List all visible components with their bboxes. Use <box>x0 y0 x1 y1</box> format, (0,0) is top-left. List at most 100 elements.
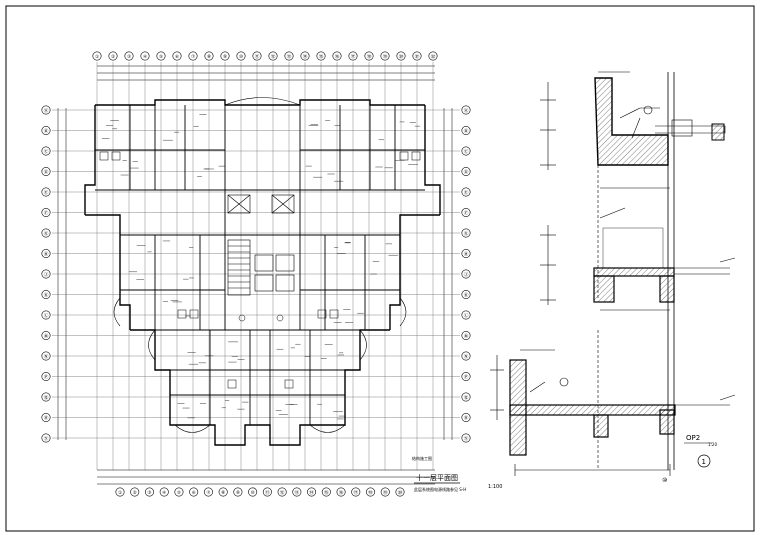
axis-bubble <box>41 433 51 443</box>
axis-label: Ⓔ <box>44 189 49 196</box>
axis-bubble <box>41 330 51 340</box>
axis-bubble <box>348 51 358 61</box>
exterior-walls <box>84 99 441 446</box>
middle-slab <box>593 267 675 277</box>
axis-label: ② <box>133 490 137 496</box>
interior-walls <box>95 105 425 425</box>
axis-label: ⑮ <box>319 53 324 60</box>
axis-bubble <box>41 310 51 320</box>
axis-label: Ⓛ <box>464 312 469 319</box>
axis-bubble <box>292 487 302 497</box>
plan-stamp: 结构施工图 <box>412 455 432 461</box>
axis-label: ③ <box>127 54 131 60</box>
axis-bubble <box>351 487 361 497</box>
axis-label: Ⓑ <box>44 127 49 134</box>
axis-label: Ⓜ <box>44 332 49 339</box>
detail-axis-tag: ⑩ <box>662 477 667 484</box>
axis-label: Ⓟ <box>464 373 469 380</box>
lower-wall-left <box>509 359 527 456</box>
axis-label: ⑳ <box>399 53 404 60</box>
axis-bubble <box>248 487 258 497</box>
axis-label: Ⓜ <box>464 332 469 339</box>
axis-label: ⑨ <box>236 490 240 496</box>
axis-label: ⑮ <box>324 489 329 496</box>
axis-label: Ⓗ <box>44 250 49 257</box>
axis-label: ⑩ <box>239 54 243 60</box>
plan-title: 十一层平面图 <box>416 473 458 482</box>
axis-bubble <box>252 51 262 61</box>
axis-label: ⑰ <box>353 489 358 496</box>
axis-label: ⑰ <box>351 53 356 60</box>
axis-label: Ⓕ <box>464 209 469 216</box>
detail-marker-b <box>559 377 569 387</box>
horizontal-axis-grid <box>52 109 460 439</box>
axis-label: Ⓢ <box>44 435 49 442</box>
axis-label: Ⓖ <box>44 230 49 237</box>
axis-bubble <box>380 487 390 497</box>
axis-bubble <box>277 487 287 497</box>
axis-bubble <box>268 51 278 61</box>
axis-label: ⑦ <box>191 54 195 60</box>
axis-bubble <box>461 105 471 115</box>
axis-bubble <box>156 51 166 61</box>
parapet-section <box>594 77 669 166</box>
axis-bubble <box>41 208 51 218</box>
axis-label: Ⓗ <box>464 250 469 257</box>
axis-bubble <box>300 51 310 61</box>
axis-label: ⑫ <box>271 53 276 60</box>
middle-beam-right <box>659 275 675 303</box>
plan-scale: 1:100 <box>488 484 502 490</box>
axis-label: Ⓙ <box>464 271 469 278</box>
axis-bubble <box>461 310 471 320</box>
window-frame <box>602 227 664 269</box>
axis-bubble <box>316 51 326 61</box>
axis-bubble <box>262 487 272 497</box>
axis-bubble <box>204 51 214 61</box>
axis-bubble <box>461 126 471 136</box>
axis-bubble <box>233 487 243 497</box>
axis-label: ⑱ <box>367 53 372 60</box>
axis-label: ② <box>111 54 115 60</box>
axis-bubble <box>41 351 51 361</box>
axis-bubble <box>189 487 199 497</box>
axis-label: ⑬ <box>287 53 292 60</box>
axis-bubble <box>461 371 471 381</box>
axis-label: ④ <box>143 54 147 60</box>
floor-plan <box>52 62 460 485</box>
roof-insulation <box>671 119 693 137</box>
axis-bubble <box>130 487 140 497</box>
bay-windows <box>113 97 407 433</box>
axis-label: ③ <box>147 490 151 496</box>
vertical-axis-grid <box>96 62 434 470</box>
axis-label: Ⓐ <box>464 107 469 114</box>
axis-label: Ⓟ <box>44 373 49 380</box>
axis-label: Ⓓ <box>464 168 469 175</box>
axis-bubble <box>332 51 342 61</box>
section-detail-op2 <box>490 71 736 476</box>
axis-bubble <box>41 289 51 299</box>
axis-label: Ⓠ <box>464 394 469 401</box>
lower-beam-right <box>659 409 675 435</box>
axis-label: ① <box>95 54 99 60</box>
axis-bubble <box>203 487 213 497</box>
axis-bubble <box>461 228 471 238</box>
axis-bubble <box>172 51 182 61</box>
axis-label: ⑤ <box>177 490 181 496</box>
axis-bubble <box>41 269 51 279</box>
axis-label: ⑦ <box>206 490 210 496</box>
axis-bubble <box>41 392 51 402</box>
axis-bubble <box>92 51 102 61</box>
axis-bubble <box>115 487 125 497</box>
axis-bubble <box>321 487 331 497</box>
roof-edge <box>711 123 725 141</box>
axis-bubble <box>144 487 154 497</box>
axis-label: Ⓡ <box>464 414 469 421</box>
axis-bubble <box>218 487 228 497</box>
axis-bubble <box>41 412 51 422</box>
axis-bubble <box>284 51 294 61</box>
axis-label: Ⓓ <box>44 168 49 175</box>
axis-bubble <box>220 51 230 61</box>
